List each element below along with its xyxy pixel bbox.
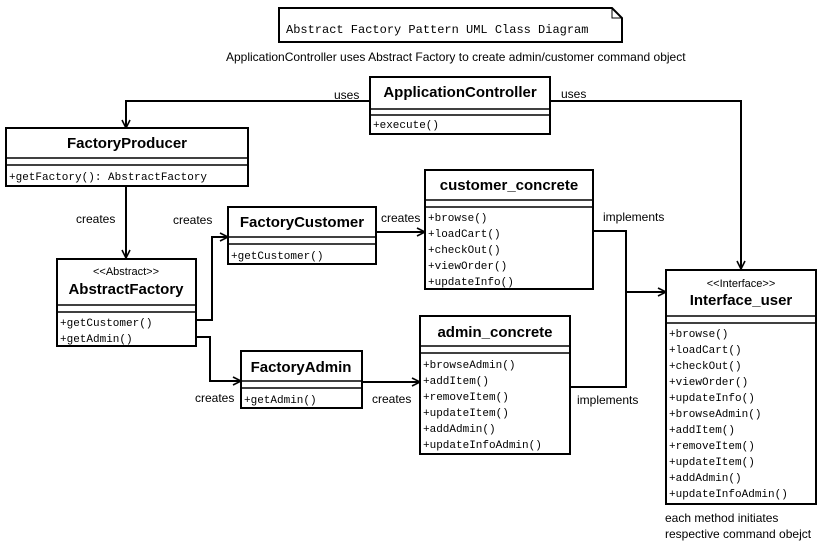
class-op: +getFactory(): AbstractFactory: [9, 172, 207, 184]
class-op: +checkOut(): [428, 245, 501, 257]
class-op: +removeItem(): [423, 392, 509, 404]
note-line-1: each method initiates: [665, 511, 778, 525]
class-op: +updateItem(): [423, 408, 509, 420]
class-customer-concrete: customer_concrete +browse() +loadCart() …: [424, 169, 594, 290]
label-creates-customer-concrete: creates: [381, 211, 420, 225]
label-uses-right: uses: [561, 87, 586, 101]
class-op: +addItem(): [669, 425, 735, 437]
class-name: customer_concrete: [440, 177, 578, 194]
class-abstract-factory: <<Abstract>> AbstractFactory +getCustome…: [56, 258, 197, 347]
title-note: Abstract Factory Pattern UML Class Diagr…: [278, 7, 623, 43]
class-name: FactoryProducer: [67, 135, 187, 152]
diagram-subtitle: ApplicationController uses Abstract Fact…: [226, 50, 686, 64]
class-name: FactoryCustomer: [240, 214, 364, 231]
class-op: +browseAdmin(): [669, 409, 761, 421]
class-stereotype: <<Abstract>>: [93, 266, 159, 278]
class-stereotype: <<Interface>>: [707, 278, 776, 290]
edge-creates-factory-customer: [196, 237, 228, 321]
class-application-controller: ApplicationController +execute(): [369, 76, 551, 135]
class-op: +viewOrder(): [669, 377, 748, 389]
diagram-title: Abstract Factory Pattern UML Class Diagr…: [286, 23, 588, 37]
edge-uses-factory-producer: [126, 100, 370, 128]
class-op: +loadCart(): [669, 345, 742, 357]
class-name: FactoryAdmin: [251, 359, 352, 376]
class-op: +addItem(): [423, 376, 489, 388]
class-op: +updateInfoAdmin(): [669, 489, 788, 501]
class-op: +loadCart(): [428, 229, 501, 241]
class-op: +addAdmin(): [669, 473, 742, 485]
edge-implements-branches: [570, 230, 627, 388]
class-op: +updateInfo(): [428, 277, 514, 289]
label-implements-customer: implements: [603, 210, 664, 224]
label-implements-admin: implements: [577, 393, 638, 407]
class-op: +execute(): [373, 120, 439, 132]
edge-creates-factory-admin: [196, 336, 241, 381]
class-op: +updateInfoAdmin(): [423, 440, 542, 452]
class-op: +browse(): [669, 329, 728, 341]
edges: [126, 100, 741, 388]
class-op: +browse(): [428, 213, 487, 225]
label-uses-left: uses: [334, 88, 359, 102]
class-name: Interface_user: [690, 292, 793, 309]
edge-labels: uses uses creates creates creates create…: [76, 87, 664, 407]
note-line-2: respective command obejct: [665, 527, 812, 541]
label-creates-customer-factory: creates: [173, 213, 212, 227]
class-interface-user: <<Interface>> Interface_user +browse() +…: [665, 269, 817, 505]
class-op: +addAdmin(): [423, 424, 496, 436]
edge-uses-interface-user: [550, 100, 741, 269]
class-op: +getAdmin(): [244, 395, 317, 407]
class-op: +updateItem(): [669, 457, 755, 469]
class-admin-concrete: admin_concrete +browseAdmin() +addItem()…: [419, 315, 571, 455]
class-name: ApplicationController: [383, 84, 536, 101]
class-op: +getAdmin(): [60, 334, 133, 346]
class-op: +viewOrder(): [428, 261, 507, 273]
class-op: +browseAdmin(): [423, 360, 515, 372]
class-op: +getCustomer(): [60, 318, 152, 330]
class-factory-customer: FactoryCustomer +getCustomer(): [227, 206, 377, 265]
class-name: admin_concrete: [437, 324, 552, 341]
class-factory-producer: FactoryProducer +getFactory(): AbstractF…: [5, 127, 249, 187]
class-name: AbstractFactory: [68, 281, 184, 298]
label-creates-admin-concrete: creates: [372, 392, 411, 406]
class-op: +getCustomer(): [231, 251, 323, 263]
class-factory-admin: FactoryAdmin +getAdmin(): [240, 350, 363, 409]
class-op: +checkOut(): [669, 361, 742, 373]
class-op: +updateInfo(): [669, 393, 755, 405]
class-op: +removeItem(): [669, 441, 755, 453]
label-creates-admin-factory: creates: [195, 391, 234, 405]
label-creates-producer: creates: [76, 212, 115, 226]
